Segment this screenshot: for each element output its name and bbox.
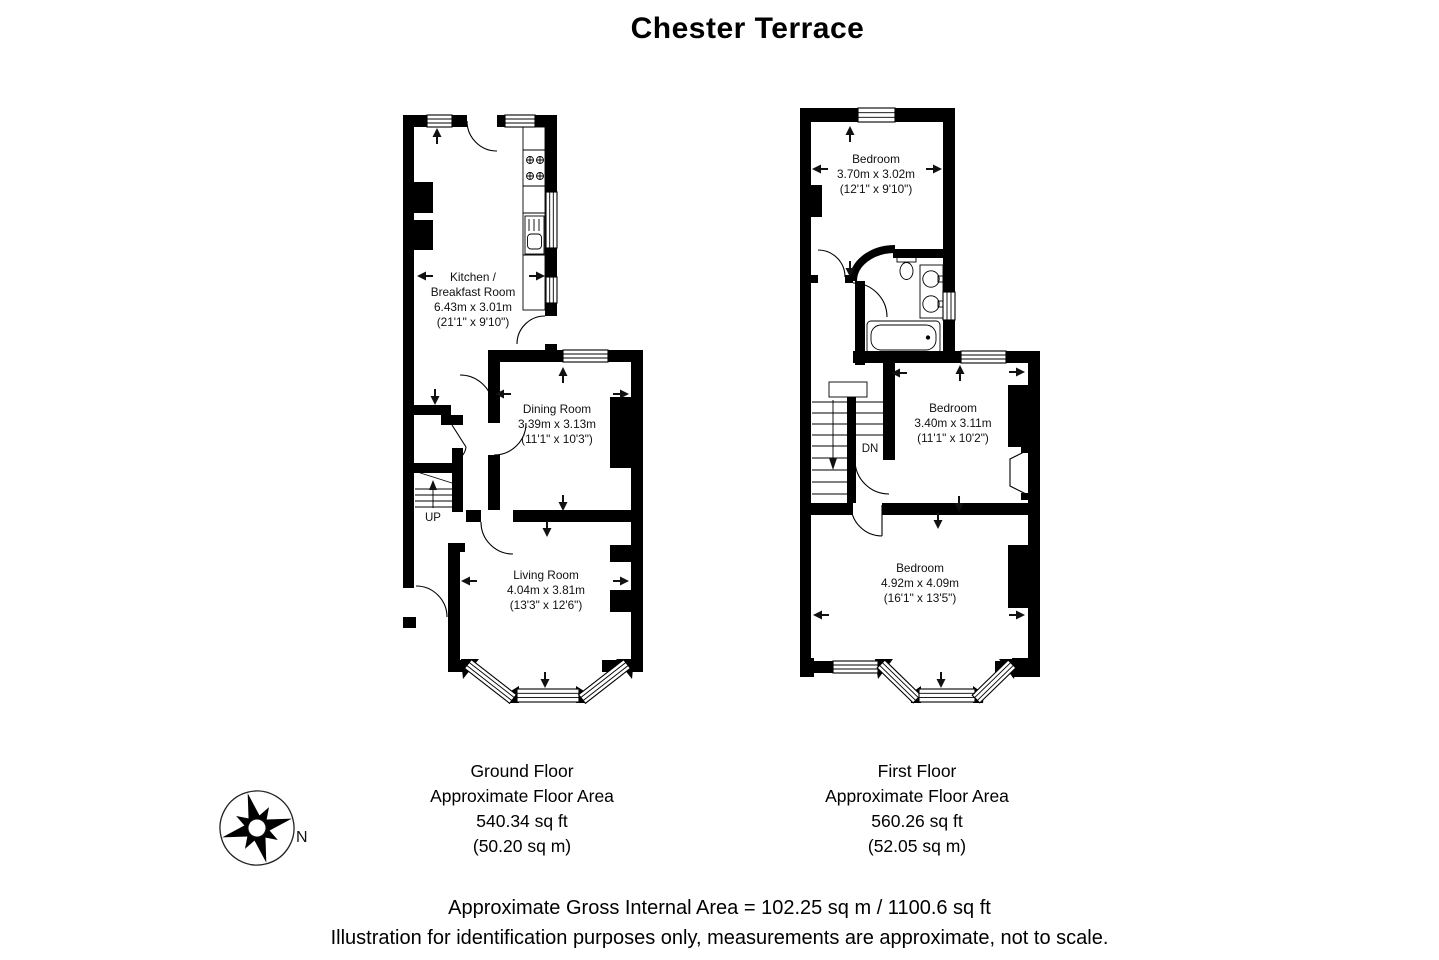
- compass-north-label: N: [296, 829, 308, 846]
- cupboard-door: [451, 424, 467, 462]
- gf-area-sqft: 540.34 sq ft: [476, 811, 568, 831]
- stairs-down-label: DN: [862, 443, 879, 455]
- compass-rose: N: [219, 790, 308, 866]
- ground-floor-caption: Ground Floor Approximate Floor Area 540.…: [372, 759, 672, 859]
- gf-windows: [426, 114, 632, 705]
- bedroom-bottom-label: Bedroom: [896, 561, 944, 575]
- bedroom-top-label: Bedroom: [852, 152, 900, 166]
- front-entrance-door: [415, 585, 448, 618]
- living-label: Living Room: [513, 568, 579, 582]
- ff-stairs-down-arrow: [829, 458, 837, 470]
- bedroom-middle-label: Bedroom: [929, 401, 977, 415]
- ground-floor-plan: Kitchen / Breakfast Room 6.43m x 3.01m (…: [403, 114, 643, 705]
- kitchen-counter: [522, 126, 546, 311]
- twin-basins: [919, 264, 944, 319]
- kitchen-size-imperial: (21'1" x 9'10"): [437, 315, 510, 329]
- bedroom-middle-door: [854, 459, 890, 495]
- disclaimer-text: Illustration for identification purposes…: [330, 927, 1109, 949]
- living-size-imperial: (13'3" x 12'6"): [510, 598, 583, 612]
- living-size-metric: 4.04m x 3.81m: [507, 583, 585, 597]
- bathroom-fixtures: [866, 252, 944, 355]
- gf-window-panes: [427, 118, 629, 701]
- footer-disclaimer: Approximate Gross Internal Area = 102.25…: [0, 893, 1439, 953]
- bedroom-top-size-imperial: (12'1" x 9'10"): [840, 182, 913, 196]
- kitchen-label: Kitchen /: [450, 270, 497, 284]
- compass-star: [219, 790, 295, 866]
- closet-door: [1009, 450, 1027, 495]
- hob-burners: [526, 156, 544, 180]
- gf-walls: [403, 115, 643, 703]
- kitchen-size-metric: 6.43m x 3.01m: [434, 300, 512, 314]
- gf-area-label: Approximate Floor Area: [430, 786, 614, 806]
- kitchen-label-2: Breakfast Room: [431, 285, 516, 299]
- kitchen-rear-door: [466, 120, 498, 152]
- ff-area-sqft: 560.26 sq ft: [871, 811, 963, 831]
- gf-room-labels: Kitchen / Breakfast Room 6.43m x 3.01m (…: [425, 270, 596, 612]
- gross-internal-area: Approximate Gross Internal Area = 102.25…: [448, 897, 991, 919]
- bedroom-top-door: [817, 249, 846, 278]
- gf-area-sqm: (50.20 sq m): [472, 836, 572, 856]
- ff-window-panes: [833, 112, 1014, 701]
- ff-area-sqm: (52.05 sq m): [867, 836, 967, 856]
- kitchen-fixtures: [522, 126, 546, 311]
- bathtub: [866, 320, 941, 355]
- kitchen-sink: [524, 215, 545, 255]
- first-floor-plan: Bedroom 3.70m x 3.02m (12'1" x 9'10") Be…: [800, 107, 1040, 704]
- toilet: [896, 252, 917, 280]
- living-door: [480, 521, 514, 555]
- hall-door: [459, 374, 494, 409]
- kitchen-passage-door: [516, 315, 546, 345]
- dining-door: [493, 422, 527, 456]
- bedroom-middle-size-metric: 3.40m x 3.11m: [914, 416, 991, 430]
- ff-area-label: Approximate Floor Area: [825, 786, 1009, 806]
- gf-door-arcs: [415, 120, 546, 618]
- gf-floor-name: Ground Floor: [470, 761, 574, 781]
- stairs-up-label: UP: [425, 512, 441, 524]
- ff-windows: [832, 107, 1017, 704]
- gf-stairs-up-arrow: [429, 480, 437, 490]
- bedroom-top-size-metric: 3.70m x 3.02m: [837, 167, 915, 181]
- bathroom-curved-wall: [849, 245, 896, 282]
- bedroom-bottom-size-imperial: (16'1" x 13'5"): [884, 591, 957, 605]
- dining-label: Dining Room: [523, 402, 591, 416]
- ff-room-labels: Bedroom 3.70m x 3.02m (12'1" x 9'10") Be…: [837, 152, 992, 605]
- bedroom-bottom-size-metric: 4.92m x 4.09m: [881, 576, 959, 590]
- bedroom-bottom-door: [850, 504, 883, 537]
- dining-size-imperial: (11'1" x 10'3"): [521, 432, 593, 446]
- ff-walls: [800, 108, 1040, 703]
- ff-floor-name: First Floor: [877, 761, 957, 781]
- bathroom-door: [852, 282, 888, 318]
- first-floor-caption: First Floor Approximate Floor Area 560.2…: [767, 759, 1067, 859]
- ff-door-arcs: [817, 249, 1027, 537]
- dining-size-metric: 3.39m x 3.13m: [518, 417, 596, 431]
- bedroom-middle-size-imperial: (11'1" x 10'2"): [917, 431, 989, 445]
- page-title: Chester Terrace: [630, 12, 865, 45]
